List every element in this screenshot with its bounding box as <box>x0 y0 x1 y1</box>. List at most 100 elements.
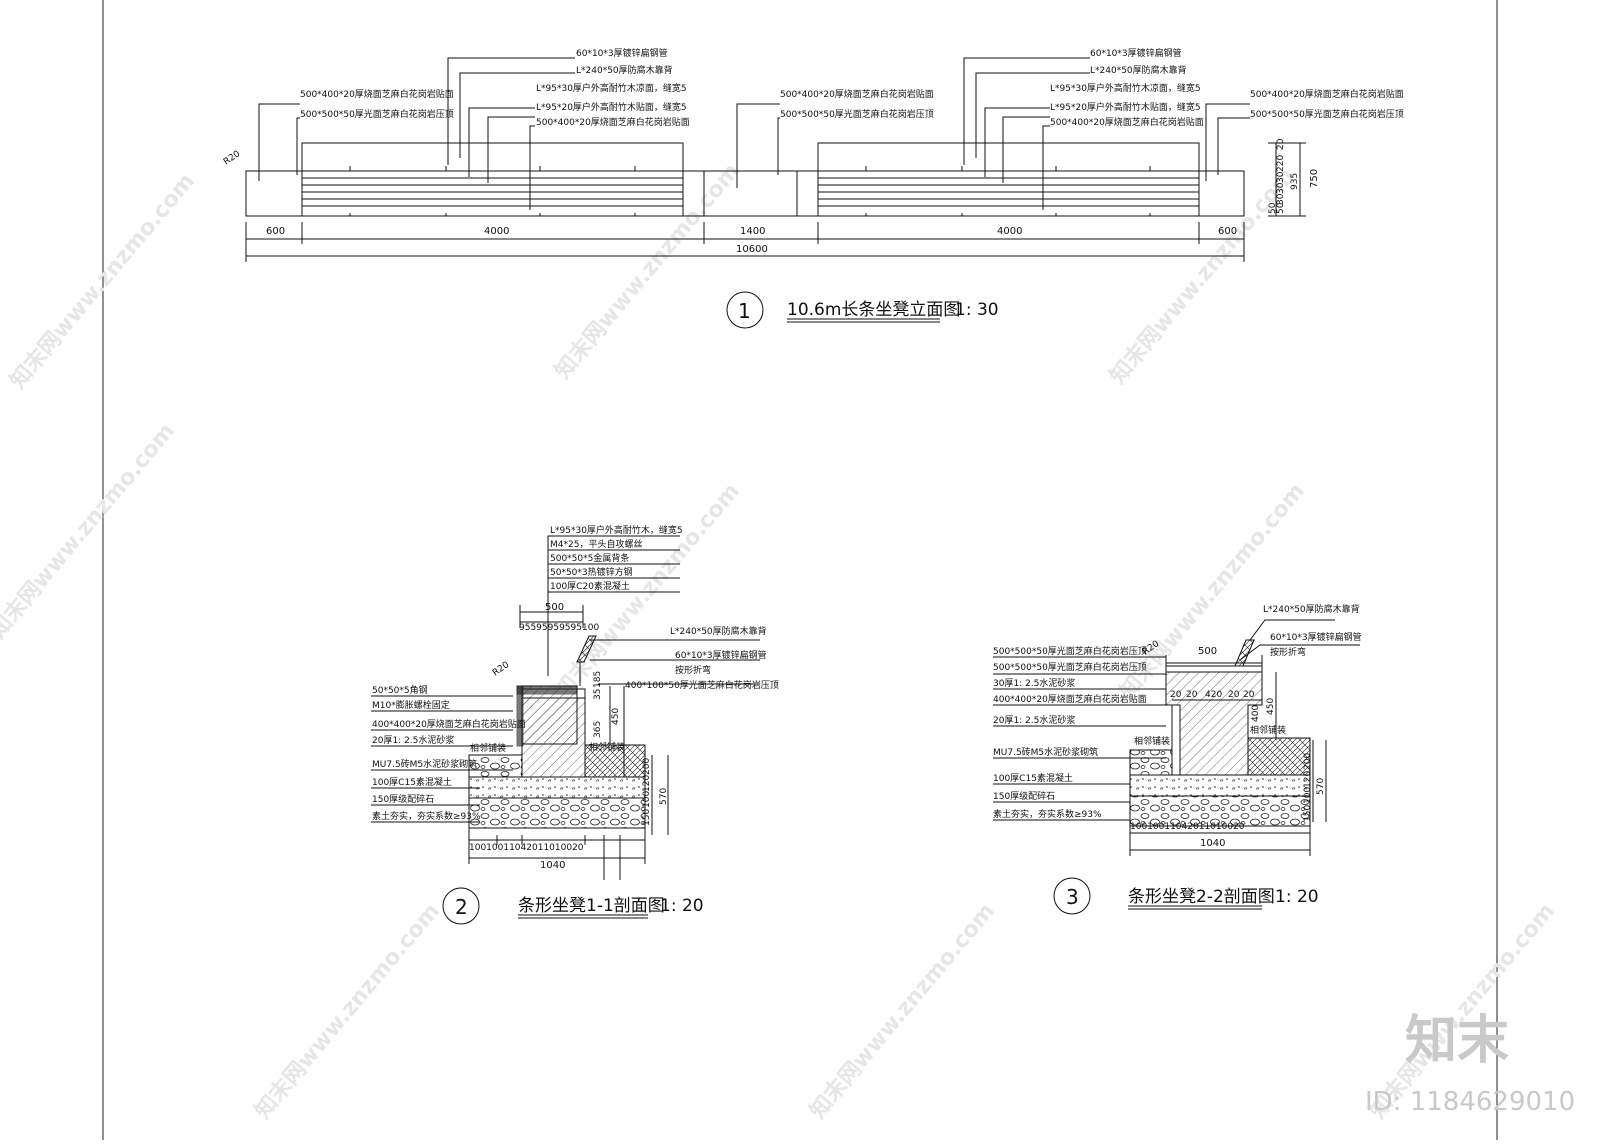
section-2-2-text: L*240*50厚防腐木靠背 60*10*3厚镀锌扁钢管 按形折弯 500 R2… <box>993 603 1362 909</box>
dim-label: 1040 <box>540 860 565 871</box>
callout: 按形折弯 <box>675 664 711 676</box>
callout: L*240*50厚防腐木靠背 <box>670 625 767 637</box>
radius-label: R20 <box>491 660 511 679</box>
callout: 500*500*50厚光面芝麻白花岗岩压顶 <box>300 108 454 120</box>
callout: 400*400*20厚烧面芝麻白花岗岩贴面 <box>372 718 526 730</box>
callout: 500*400*20厚烧面芝麻白花岗岩贴面 <box>1250 88 1404 100</box>
dim-label: 1040 <box>1200 838 1225 849</box>
dim-label: 120 <box>1303 771 1313 788</box>
drawing-scale: 1: 30 <box>955 300 999 320</box>
dim-label: 450 <box>611 708 621 725</box>
dim-label: 10010011042011010020 <box>1130 822 1245 832</box>
callout: 500*400*20厚烧面芝麻白花岗岩贴面 <box>300 88 454 100</box>
dim-label: 750 <box>1309 169 1320 188</box>
callout: L*240*50厚防腐木靠背 <box>1090 64 1187 76</box>
dim-label: 4000 <box>484 226 509 237</box>
callout: L*95*20厚户外高耐竹木贴面，缝宽5 <box>1050 101 1201 113</box>
callout: 500*500*50厚光面芝麻白花岗岩压顶 <box>993 645 1147 657</box>
dim-label: 50 <box>1276 202 1286 214</box>
callout: 400*100*50厚光面芝麻白花岗岩压顶 <box>625 679 779 691</box>
callout: 500*400*20厚烧面芝麻白花岗岩贴面 <box>780 88 934 100</box>
callout: 100厚C15素混凝土 <box>372 776 452 788</box>
dim-label: 420 <box>1205 690 1222 700</box>
dim-label: 30 <box>1276 193 1286 205</box>
drawing-scale: 1: 20 <box>1275 887 1319 907</box>
callout: L*95*30厚户外高耐竹木凉面，缝宽5 <box>1050 82 1201 94</box>
dim-label: 200 <box>1303 753 1313 770</box>
drawing-number: 1 <box>738 299 751 323</box>
radius-label: R20 <box>222 149 242 168</box>
callout: 素土夯实，夯实系数≥93% <box>993 808 1102 820</box>
callout: 30厚1: 2.5水泥砂浆 <box>993 677 1075 689</box>
dim-label: 185 <box>593 671 603 688</box>
callout: 500*500*50厚光面芝麻白花岗岩压顶 <box>780 108 934 120</box>
callout: MU7.5砖M5水泥砂浆砌筑 <box>372 758 477 770</box>
drawing-number: 3 <box>1066 885 1079 909</box>
dim-label: 20 <box>1243 690 1255 700</box>
dim-label: 150 <box>642 809 652 826</box>
callout: 50*50*3热镀锌方钢 <box>550 566 633 578</box>
callout: MU7.5砖M5水泥砂浆砌筑 <box>993 746 1098 758</box>
dim-label: 20 <box>1276 138 1286 150</box>
callout: L*95*30厚户外高耐竹木，缝宽5 <box>550 524 683 536</box>
dim-label: 1400 <box>740 226 765 237</box>
dim-label: 500 <box>1198 646 1217 657</box>
watermark-text: 知末网www.znzmo.com <box>1105 163 1300 389</box>
callout: 50*50*5角钢 <box>372 684 428 696</box>
callout: L*95*30厚户外高耐竹木凉面，缝宽5 <box>536 82 687 94</box>
dim-label: 200 <box>642 758 652 775</box>
callout: 500*50*5金属背条 <box>550 552 629 564</box>
dim-label: 100 <box>1303 787 1313 804</box>
dim-label: 450 <box>1266 698 1276 715</box>
callout: L*95*20厚户外高耐竹木贴面，缝宽5 <box>536 101 687 113</box>
dim-label: 500 <box>545 602 564 613</box>
elevation-text: 60*10*3厚镀锌扁钢管 L*240*50厚防腐木靠背 L*95*30厚户外高… <box>222 47 1404 323</box>
section-2-2-drawing <box>993 619 1360 915</box>
dim-label: 220 <box>1276 155 1286 172</box>
callout: 60*10*3厚镀锌扁钢管 <box>576 47 668 59</box>
dim-label: 35 <box>593 689 603 700</box>
dim-label: 400 <box>1251 705 1261 722</box>
ground-label: 相邻铺装 <box>1134 735 1170 747</box>
dim-label: 30 <box>1276 171 1286 183</box>
callout: 150厚级配碎石 <box>372 793 434 805</box>
dim-label: 365 <box>593 721 603 738</box>
callout: M4*25，平头自攻螺丝 <box>550 538 642 550</box>
watermark-text: 知末网www.znzmo.com <box>5 168 200 394</box>
drawing-title: 条形坐凳2-2剖面图 <box>1128 887 1275 907</box>
dim-label: 20 <box>1186 690 1198 700</box>
callout: 20厚1: 2.5水泥砂浆 <box>993 714 1075 726</box>
dim-label: 50 <box>1268 202 1278 214</box>
brand-logo: 知末 <box>1405 1011 1509 1071</box>
callout: 60*10*3厚镀锌扁钢管 <box>1090 47 1182 59</box>
dim-label: 120 <box>642 775 652 792</box>
callout: 按形折弯 <box>1270 646 1306 658</box>
callout: L*240*50厚防腐木靠背 <box>576 64 673 76</box>
callout: 60*10*3厚镀锌扁钢管 <box>1270 631 1362 643</box>
dim-label: 600 <box>1218 226 1237 237</box>
dim-label: 100 <box>642 791 652 808</box>
ground-label: 相邻铺装 <box>1250 724 1286 736</box>
callout: 500*500*50厚光面芝麻白花岗岩压顶 <box>1250 108 1404 120</box>
ground-label: 相邻铺装 <box>589 741 625 753</box>
dim-label: 570 <box>1316 778 1326 795</box>
dim-label: 20 <box>1170 690 1182 700</box>
callout: L*240*50厚防腐木靠背 <box>1263 603 1360 615</box>
callout: 500*400*20厚烧面芝麻白花岗岩贴面 <box>536 116 690 128</box>
callout: 20厚1: 2.5水泥砂浆 <box>372 734 454 746</box>
callout: 100厚C15素混凝土 <box>993 772 1073 784</box>
dim-label: 10010011042011010020 <box>469 843 584 853</box>
drawing-scale: 1: 20 <box>660 896 704 916</box>
dim-label: 600 <box>266 226 285 237</box>
callout: 素土夯实，夯实系数≥93% <box>372 810 481 822</box>
dim-label: 570 <box>659 788 669 805</box>
ground-label: 相邻铺装 <box>470 742 506 754</box>
callout: 150厚级配碎石 <box>993 790 1055 802</box>
watermark-text: 知末网www.znzmo.com <box>250 898 445 1124</box>
drawing-number: 2 <box>455 895 468 919</box>
elevation-drawing <box>245 57 1306 329</box>
watermark-text: 知末网www.znzmo.com <box>805 898 1000 1124</box>
drawing-title: 条形坐凳1-1剖面图 <box>518 896 665 916</box>
